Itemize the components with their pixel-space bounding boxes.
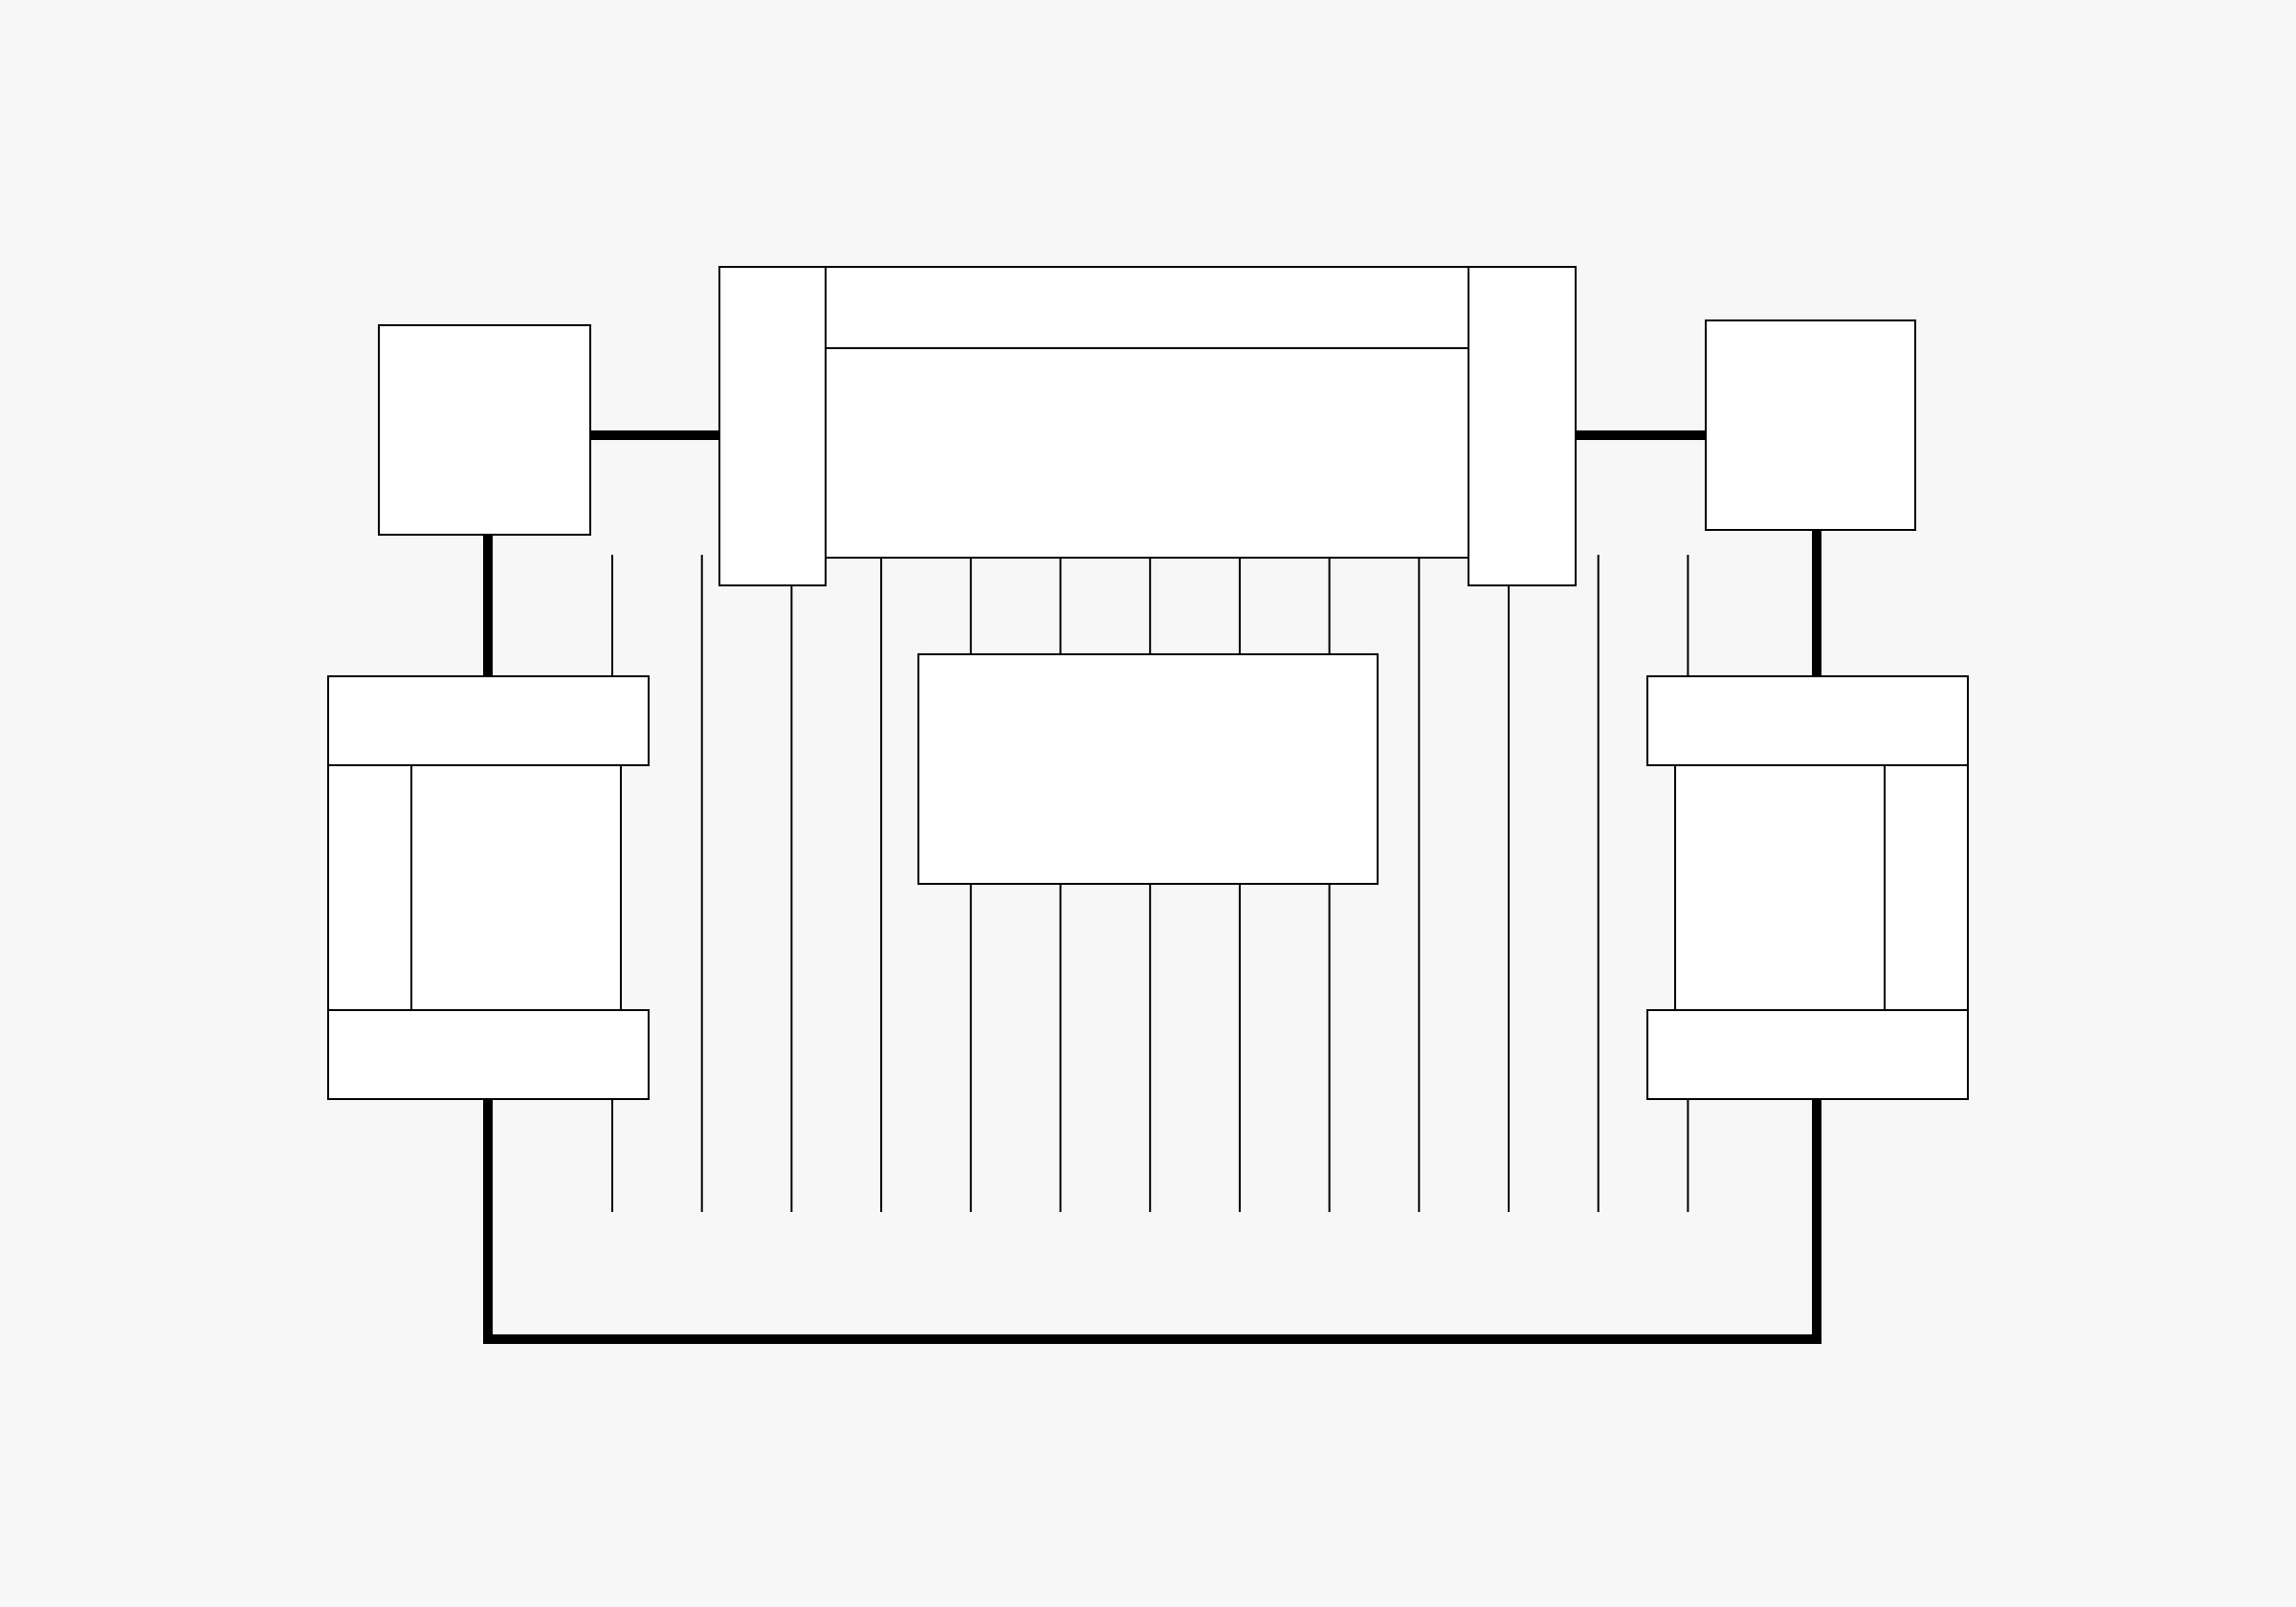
right-assembly-top-bar [1646, 675, 1969, 766]
right-assembly-body [1674, 764, 1886, 1011]
left-assembly-body [410, 764, 622, 1011]
right-assembly-strip [1884, 764, 1969, 1011]
left-assembly-top-bar [327, 675, 650, 766]
central-body [825, 347, 1469, 559]
left-assembly-strip [327, 764, 412, 1011]
central-right-column [1468, 266, 1577, 586]
box-top-left [378, 324, 591, 536]
central-top-bar [825, 266, 1469, 349]
center-box [917, 653, 1379, 885]
right-assembly-bottom-bar [1646, 1009, 1969, 1100]
connector-bottom-loop [483, 1099, 1821, 1344]
left-assembly-bottom-bar [327, 1009, 650, 1100]
box-top-right [1705, 319, 1916, 531]
central-left-column [718, 266, 827, 586]
